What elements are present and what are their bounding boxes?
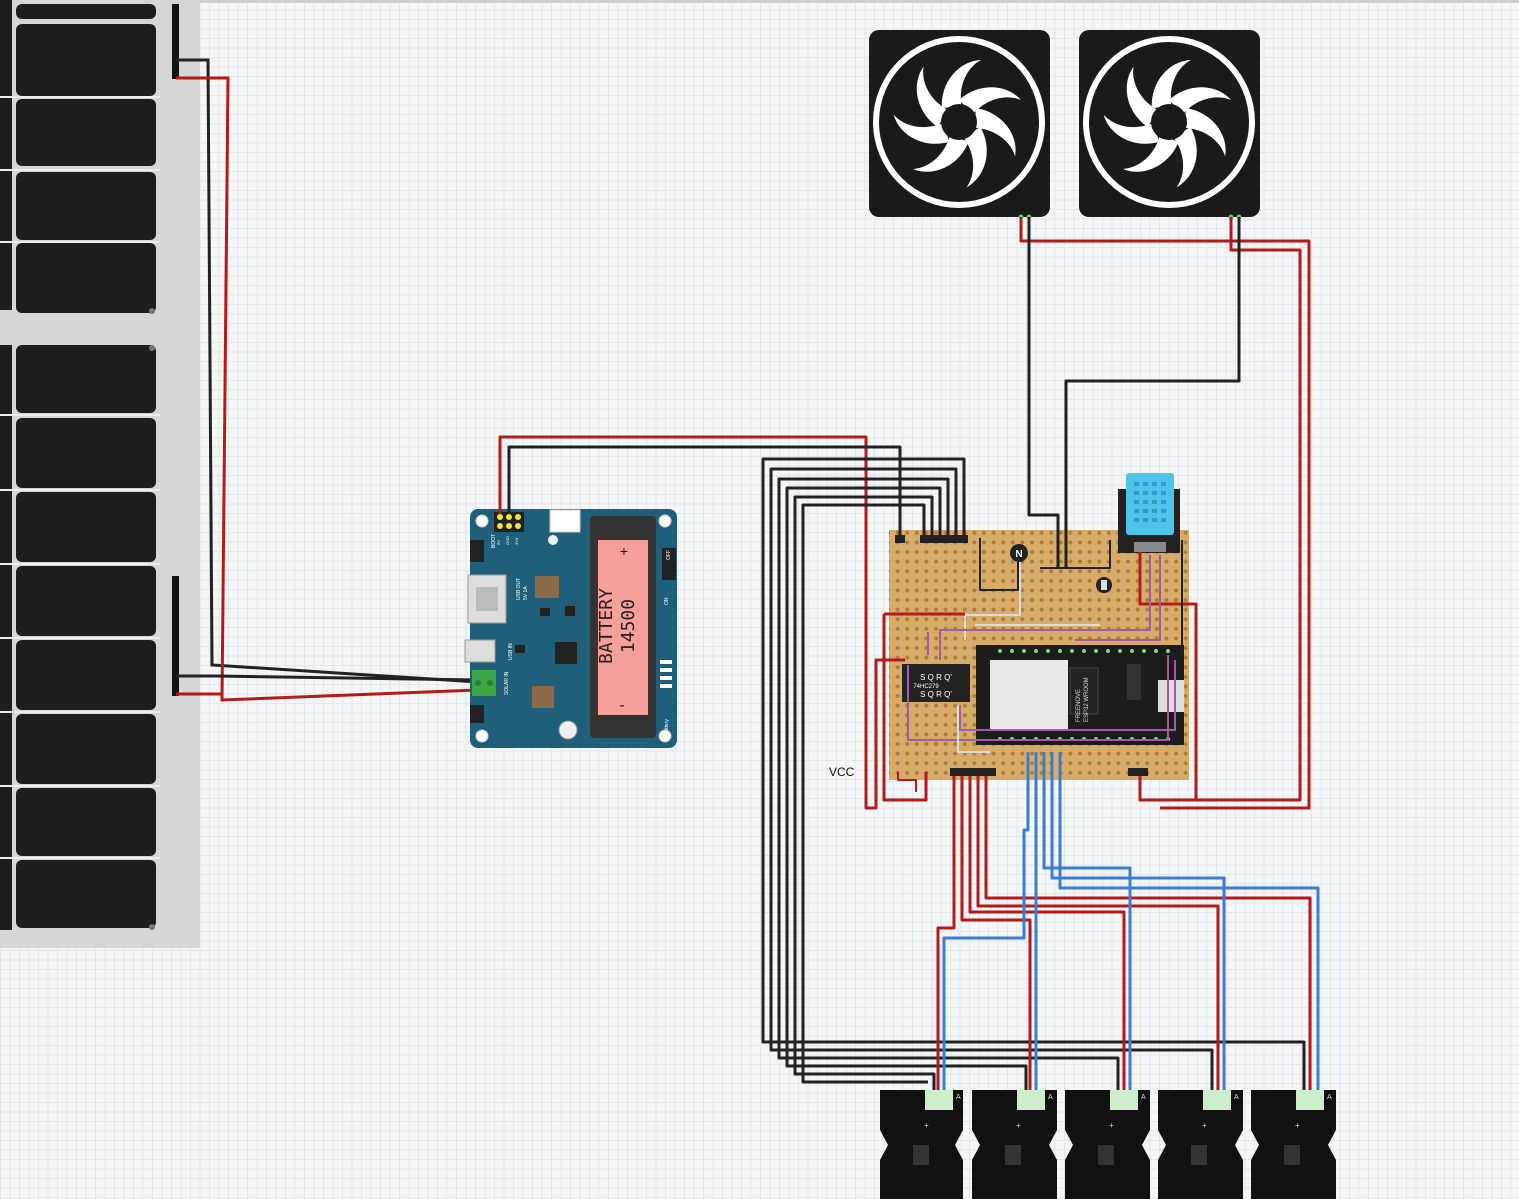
- sensor-power-header[interactable]: [950, 768, 996, 776]
- fan-left[interactable]: [869, 30, 1050, 220]
- esp32-label-line2: ESP32 WROOM: [1084, 677, 1090, 722]
- sensor-module-1[interactable]: + A: [880, 1090, 963, 1199]
- dht-sensor-icon: [1126, 473, 1174, 535]
- sensor-pin-label-a: A: [956, 1094, 961, 1101]
- transistor[interactable]: N: [1010, 544, 1028, 562]
- latch-chip[interactable]: S Q R Q' 74HC279 S Q R Q': [902, 664, 970, 702]
- battery-label-line1: BATTERY: [596, 588, 617, 664]
- sensor-pin-label-plus: +: [1202, 1121, 1207, 1130]
- silk-boot: BOOT: [491, 534, 497, 548]
- sensor-pin-label-a: A: [1327, 1094, 1332, 1101]
- sensor-pin-label-a: A: [1048, 1094, 1053, 1101]
- vcc-label: VCC: [829, 765, 855, 779]
- power-switch[interactable]: [662, 548, 676, 580]
- sensor-pin-label-plus: +: [1016, 1121, 1021, 1130]
- battery-plus: +: [620, 543, 628, 559]
- sensor-module-3[interactable]: + A: [1065, 1090, 1150, 1199]
- sensor-module-5[interactable]: + A: [1251, 1090, 1336, 1199]
- sensor-module-4[interactable]: + A: [1158, 1090, 1243, 1199]
- boot-switch[interactable]: [470, 540, 484, 562]
- sensor-pin-label-plus: +: [1295, 1121, 1300, 1130]
- battery-cell: [598, 540, 648, 715]
- solar-wires: [176, 58, 479, 702]
- sensor-module-2[interactable]: + A: [972, 1090, 1057, 1199]
- pin-label-5v: 5V: [496, 540, 501, 545]
- silk-usb-in: USB IN: [508, 643, 514, 660]
- fan-right[interactable]: [1079, 30, 1260, 220]
- battery-label-line2: 14500: [618, 599, 639, 653]
- sensor-pin-label-a: A: [1234, 1094, 1239, 1101]
- wires: [498, 217, 1320, 1092]
- sensor-pin-label-plus: +: [924, 1121, 929, 1130]
- sensor-pin-label-a: A: [1141, 1094, 1146, 1101]
- dht-humidity-sensor[interactable]: [1118, 473, 1180, 553]
- transistor-label: N: [1015, 549, 1022, 560]
- sensor-pin-label-plus: +: [1109, 1121, 1114, 1130]
- silk-off: OFF: [666, 550, 672, 560]
- silk-battery: Battery: [664, 719, 670, 735]
- power-pin-header[interactable]: [494, 512, 524, 532]
- pin-label-3v3: 3V3: [514, 537, 519, 545]
- solar-panel-top[interactable]: [0, 0, 200, 332]
- silk-on: ON: [664, 597, 670, 605]
- latch-chip-top-pins: S Q R Q': [920, 673, 952, 682]
- battery-charger-board[interactable]: BATTERY 14500 + - BOOT USB OUT 5V 1A USB…: [464, 509, 677, 748]
- battery-minus: -: [619, 697, 624, 714]
- usb-in-port[interactable]: [464, 639, 496, 663]
- sensor-ground-header[interactable]: [920, 535, 968, 543]
- esp32-label-line1: FREENOVE: [1076, 689, 1082, 722]
- capacitor[interactable]: [1096, 577, 1112, 593]
- silk-usb-out-rating: 5V 1A: [523, 586, 529, 600]
- latch-chip-name: 74HC279: [913, 684, 939, 690]
- latch-chip-bottom-pins: S Q R Q': [920, 690, 952, 699]
- solar-panel-bottom[interactable]: [0, 332, 200, 948]
- esp32-board[interactable]: FREENOVE ESP32 WROOM: [976, 645, 1184, 745]
- pin-label-gnd: GND: [505, 536, 510, 545]
- silk-usb-out: USB OUT: [516, 578, 522, 600]
- silk-solar-in: SOLAR IN: [504, 671, 510, 695]
